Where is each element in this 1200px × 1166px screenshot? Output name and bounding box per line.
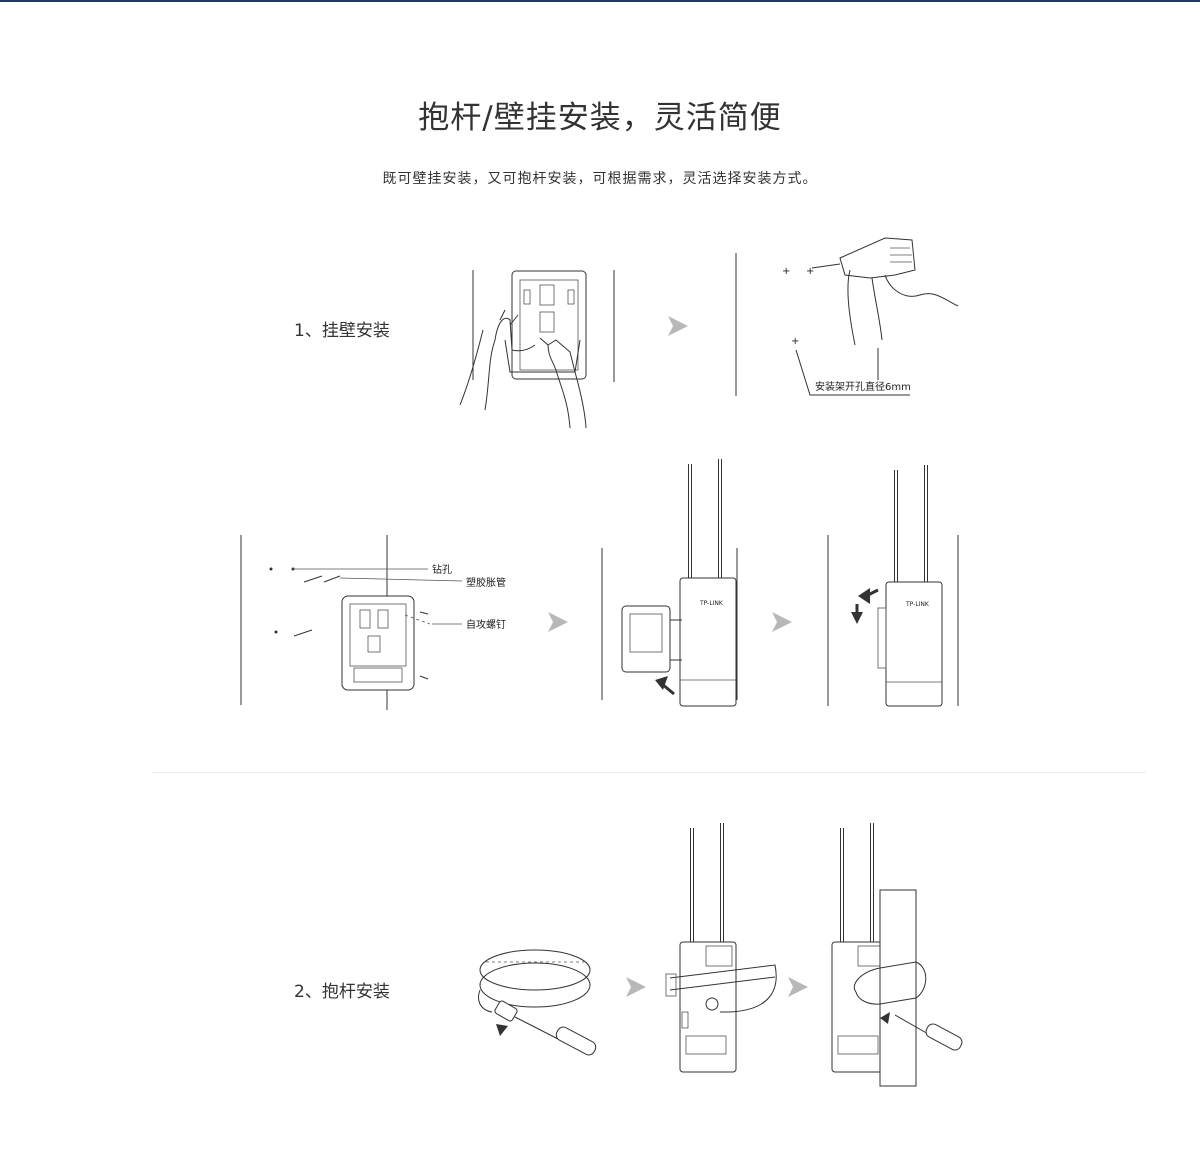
step-arrow: [668, 316, 688, 336]
hose-clamp-illustration: [478, 949, 597, 1056]
wall-anchor-exploded-illustration: 钻孔 塑胶胀管 自攻螺钉: [240, 535, 506, 710]
device-brand-label: TP-LINK: [905, 601, 930, 608]
wall-bracket-hands-illustration: [459, 270, 615, 429]
device-brand-label: TP-LINK: [699, 600, 724, 607]
step-pole-mount-label: 2、抱杆安装: [294, 982, 390, 1002]
step-arrow: [788, 977, 808, 997]
svg-text:+: +: [782, 266, 790, 277]
step-arrow: [548, 612, 568, 632]
step-arrow: [626, 977, 646, 997]
pole-mounted-ap-illustration: [831, 821, 963, 1087]
clamp-through-ap-illustration: [665, 821, 777, 1073]
drill-hole-label: 钻孔: [432, 563, 452, 576]
plastic-anchor-label: 塑胶胀管: [466, 576, 506, 589]
svg-text:+: +: [791, 336, 799, 347]
page-title: 抱杆/壁挂安装，灵活简便: [418, 100, 782, 136]
drill-illustration: + + + 安装架开孔直径6mm: [735, 237, 959, 396]
section-divider: [152, 772, 1146, 773]
page-subtitle: 既可壁挂安装，又可抱杆安装，可根据需求，灵活选择安装方式。: [382, 171, 818, 187]
self-tapping-screw-label: 自攻螺钉: [466, 618, 506, 631]
ap-attach-illustration: TP-LINK: [601, 457, 738, 707]
step-arrow: [772, 612, 792, 632]
top-accent-bar: [0, 0, 1200, 2]
step-wall-mount-label: 1、挂壁安装: [294, 321, 390, 341]
ap-locked-illustration: TP-LINK: [827, 463, 959, 707]
drill-hole-size-callout: 安装架开孔直径6mm: [815, 380, 911, 393]
svg-text:+: +: [806, 266, 814, 277]
